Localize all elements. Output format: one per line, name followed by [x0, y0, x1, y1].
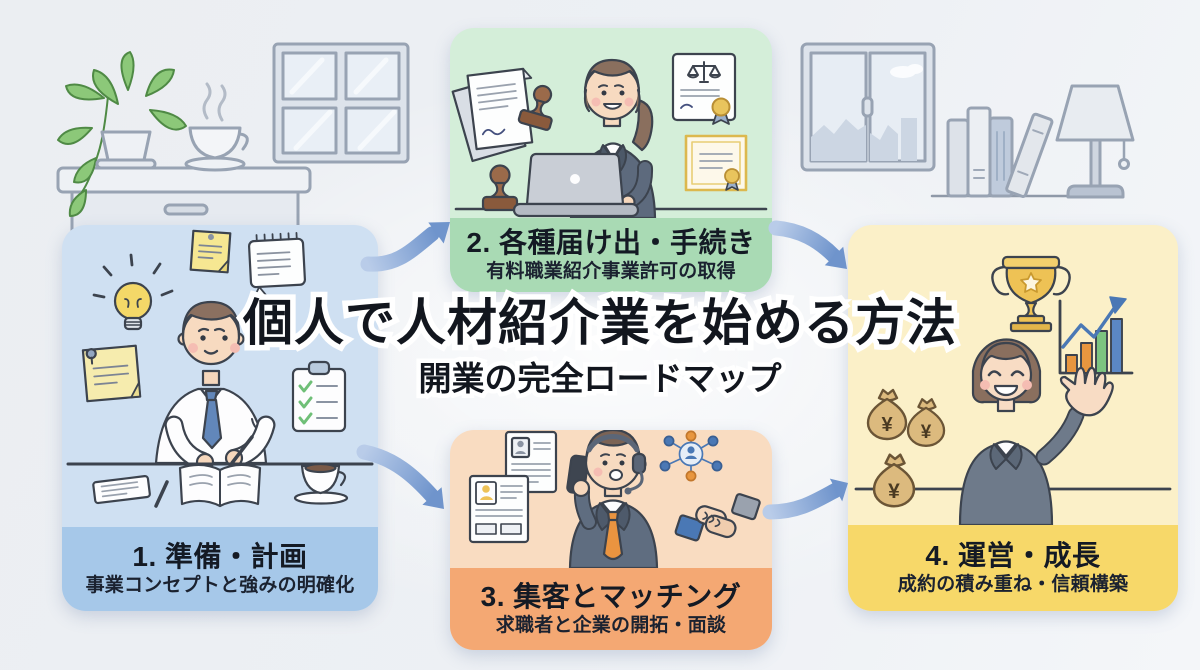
woman-waving	[958, 338, 1114, 525]
svg-text:¥: ¥	[881, 414, 893, 436]
growth-chart-icon	[1058, 296, 1134, 375]
step2-description: 有料職業紹介事業許可の取得	[486, 260, 736, 282]
step-panel-2: 2. 各種届け出・手続き 有料職業紹介事業許可の取得	[450, 28, 772, 292]
sticky-note-icon	[189, 229, 232, 274]
step1-description: 事業コンセプトと強みの明確化	[85, 574, 355, 596]
title-block: 個人で人材紹介業を始める方法 個人で人材紹介業を始める方法 開業の完全ロードマッ…	[0, 291, 1200, 400]
page-subtitle: 開業の完全ロードマップ	[418, 360, 782, 397]
man-headset-phone	[566, 430, 659, 568]
legal-scales-document-icon	[671, 52, 737, 125]
books-icon	[930, 106, 1094, 198]
step-panel-3: 3. 集客とマッチング 求職者と企業の開拓・面談	[450, 430, 772, 650]
hanko-stamp-icon	[517, 84, 553, 131]
step4-illustration: ¥ ¥ ¥	[854, 255, 1172, 525]
coffee-cup-icon	[184, 82, 249, 172]
laptop-icon	[512, 152, 640, 218]
pen-icon	[154, 480, 169, 508]
step2-caption: 2. 各種届け出・手続き 有料職業紹介事業許可の取得	[450, 218, 772, 292]
stamped-document-icon	[451, 67, 553, 163]
city-window-icon	[800, 42, 936, 172]
step1-title: 1. 準備・計画	[132, 541, 308, 573]
trophy-icon	[991, 255, 1071, 333]
step3-title: 3. 集客とマッチング	[480, 581, 742, 613]
svg-text:¥: ¥	[888, 480, 900, 503]
step3-description: 求職者と企業の開拓・面談	[495, 614, 727, 636]
lightbulb-icon	[92, 253, 174, 331]
money-bag-icon: ¥ ¥ ¥	[866, 388, 946, 508]
resume-icon	[468, 474, 530, 544]
plant-icon	[57, 51, 187, 217]
step-panel-4: ¥ ¥ ¥	[848, 225, 1178, 611]
step1-illustration	[66, 229, 374, 508]
step2-illustration	[451, 52, 768, 218]
coffee-cup-icon	[293, 462, 349, 505]
page-title-wrap: 個人で人材紹介業を始める方法 個人で人材紹介業を始める方法	[0, 291, 1200, 355]
handshake-icon	[674, 493, 761, 542]
checklist-clipboard-icon	[291, 360, 347, 433]
people-network-icon	[659, 430, 723, 482]
step4-description: 成約の積み重ね・信頼構築	[897, 573, 1129, 595]
open-book	[178, 463, 262, 508]
svg-text:¥: ¥	[921, 422, 932, 443]
hanko-stamp-icon	[481, 164, 519, 212]
page-subtitle-wrap: 開業の完全ロードマップ 開業の完全ロードマップ	[0, 357, 1200, 400]
step4-title: 4. 運営・成長	[925, 540, 1101, 572]
memo-note-icon	[247, 231, 307, 300]
step1-caption: 1. 準備・計画 事業コンセプトと強みの明確化	[62, 527, 378, 611]
page-title-outline: 個人で人材紹介業を始める方法	[238, 291, 962, 355]
step3-illustration	[468, 430, 761, 568]
lamp-icon	[1055, 84, 1135, 199]
step-panel-1: 1. 準備・計画 事業コンセプトと強みの明確化	[62, 225, 378, 611]
page-title: 個人で人材紹介業を始める方法	[243, 295, 957, 351]
window-icon	[272, 42, 410, 164]
certificate-icon	[684, 134, 748, 192]
notebook-icon	[92, 475, 151, 505]
step3-caption: 3. 集客とマッチング 求職者と企業の開拓・面談	[450, 568, 772, 650]
step4-caption: 4. 運営・成長 成約の積み重ね・信頼構築	[848, 525, 1178, 611]
step2-title: 2. 各種届け出・手続き	[466, 227, 756, 259]
page-subtitle-outline: 開業の完全ロードマップ	[414, 357, 786, 400]
pinned-note-icon	[81, 344, 142, 403]
